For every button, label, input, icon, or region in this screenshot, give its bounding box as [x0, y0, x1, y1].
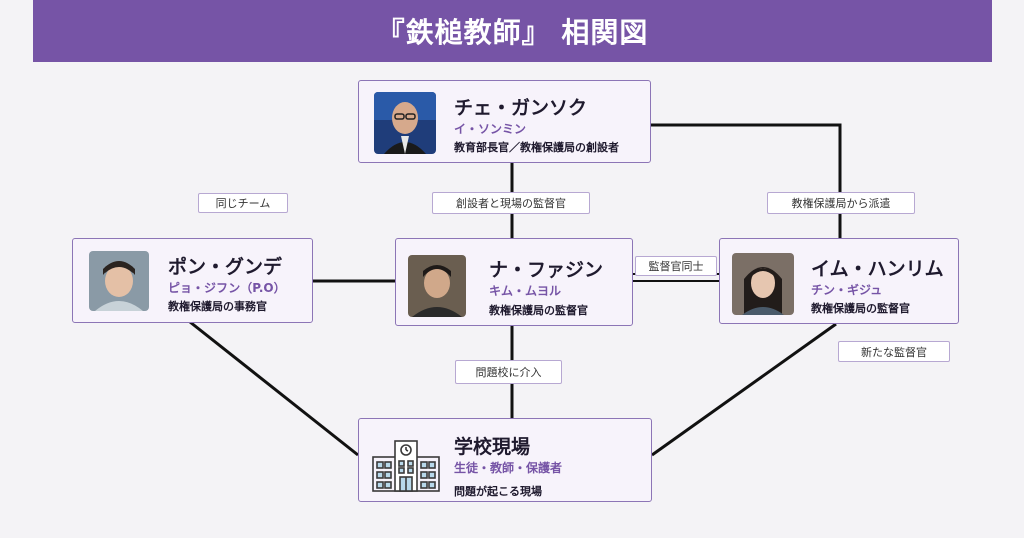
- school-building-icon: [371, 435, 441, 493]
- portrait-na: [408, 255, 466, 317]
- header-banner: 『鉄槌教師』 相関図: [33, 0, 992, 62]
- relation-fellow-supervisors: 監督官同士: [635, 256, 717, 276]
- portrait-im: [732, 253, 794, 315]
- node-na-name: ナ・ファジン: [489, 259, 604, 281]
- node-pon[interactable]: ポン・グンデ ピョ・ジフン（P.O） 教権保護局の事務官: [72, 238, 313, 323]
- node-choi-name: チェ・ガンソク: [454, 97, 588, 119]
- node-im-actor: チン・ギジュ: [811, 283, 883, 297]
- node-na[interactable]: ナ・ファジン キム・ムヨル 教権保護局の監督官: [395, 238, 633, 326]
- node-pon-role: 教権保護局の事務官: [168, 300, 267, 313]
- relation-intervene: 問題校に介入: [455, 360, 562, 384]
- portrait-choi: [374, 92, 436, 154]
- node-school-role: 問題が起こる現場: [454, 485, 542, 498]
- node-pon-name: ポン・グンデ: [168, 256, 283, 278]
- node-im-name: イム・ハンリム: [811, 258, 944, 280]
- node-choi-actor: イ・ソンミン: [454, 122, 527, 136]
- portrait-pon: [89, 251, 149, 311]
- relation-dispatched: 教権保護局から派遣: [767, 192, 915, 214]
- node-im-role: 教権保護局の監督官: [811, 302, 910, 315]
- line-choi-im: [650, 123, 842, 238]
- node-school[interactable]: 学校現場 生徒・教師・保護者 問題が起こる現場: [358, 418, 652, 502]
- node-pon-actor: ピョ・ジフン（P.O）: [168, 281, 286, 295]
- node-na-role: 教権保護局の監督官: [489, 304, 588, 317]
- node-school-name: 学校現場: [454, 436, 531, 458]
- relation-same-team: 同じチーム: [198, 193, 288, 213]
- node-na-actor: キム・ムヨル: [489, 284, 562, 298]
- node-im[interactable]: イム・ハンリム チン・ギジュ 教権保護局の監督官: [719, 238, 959, 324]
- node-choi-role: 教育部長官／教権保護局の創設者: [454, 141, 619, 154]
- line-im-school: [651, 322, 837, 457]
- page-title: 『鉄槌教師』 相関図: [376, 16, 649, 49]
- node-choi[interactable]: チェ・ガンソク イ・ソンミン 教育部長官／教権保護局の創設者: [358, 80, 651, 163]
- relation-founder-supervisor: 創設者と現場の監督官: [432, 192, 590, 214]
- relation-new-supervisor: 新たな監督官: [838, 341, 950, 362]
- node-school-actor: 生徒・教師・保護者: [454, 461, 563, 475]
- line-pon-school: [189, 320, 359, 457]
